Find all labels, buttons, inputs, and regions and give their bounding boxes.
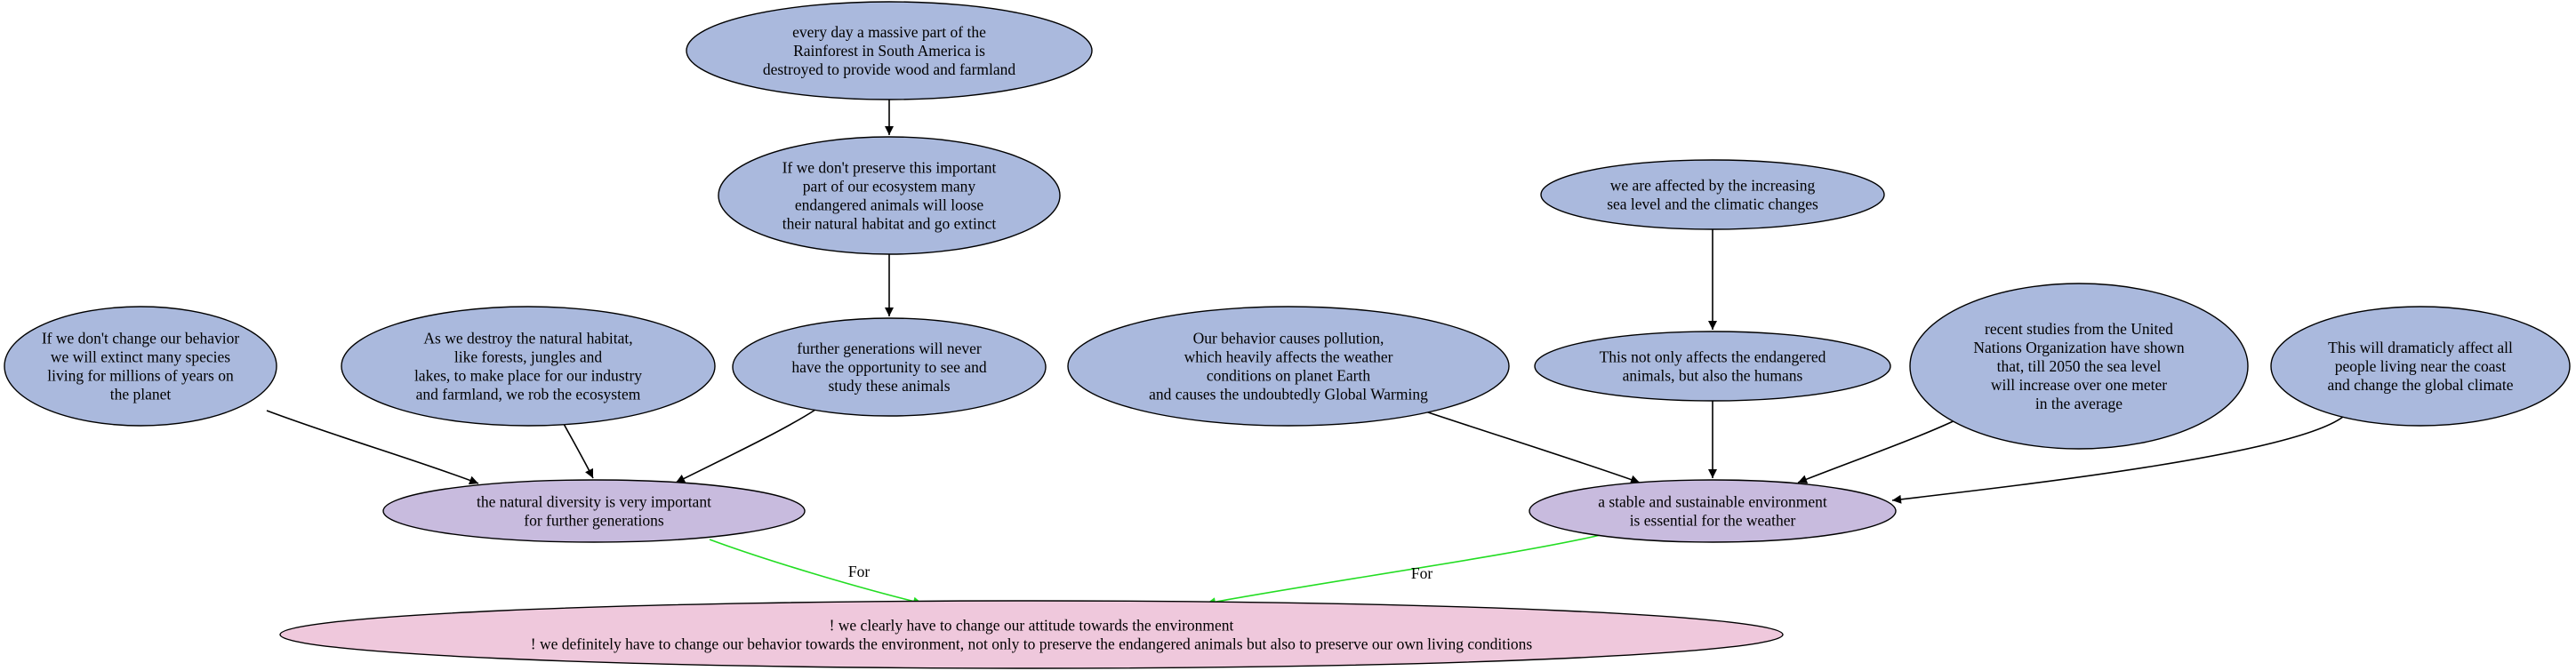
- node-text-destroy_habitat-line-0: As we destroy the natural habitat,: [423, 330, 632, 347]
- node-text-pollution-line-3: and causes the undoubtedly Global Warmin…: [1149, 386, 1428, 403]
- node-ecosystem: If we don't preserve this importantpart …: [718, 136, 1061, 255]
- node-text-un_studies-line-0: recent studies from the United: [1985, 320, 2173, 338]
- node-text-un_studies-line-2: that, till 2050 the sea level: [1997, 357, 2162, 375]
- node-shape-humans: [1534, 331, 1891, 402]
- node-shape-destroy_habitat: [341, 306, 716, 427]
- node-pollution: Our behavior causes pollution,which heav…: [1067, 306, 1510, 427]
- edge-change_behavior-to-diversity: [266, 410, 479, 485]
- node-text-generations_never-line-2: study these animals: [828, 377, 950, 395]
- edge-coast-to-environment: [1891, 416, 2344, 504]
- node-text-un_studies-line-1: Nations Organization have shown: [1973, 339, 2185, 356]
- node-text-pollution-line-0: Our behavior causes pollution,: [1193, 330, 1384, 347]
- node-destroy_habitat: As we destroy the natural habitat,like f…: [341, 306, 716, 427]
- node-shape-change_behavior: [4, 306, 277, 427]
- node-text-conclusion-line-0: ! we clearly have to change our attitude…: [830, 617, 1234, 635]
- node-shape-conclusion: [279, 600, 1784, 669]
- edge-environment-to-conclusion: [1206, 534, 1601, 607]
- node-shape-sea_level: [1540, 159, 1885, 230]
- node-shape-rainforest: [686, 1, 1093, 100]
- node-text-rainforest-line-0: every day a massive part of the: [792, 23, 986, 41]
- node-text-conclusion-line-1: ! we definitely have to change our behav…: [531, 635, 1533, 653]
- node-text-change_behavior-line-1: we will extinct many species: [51, 348, 230, 366]
- edge-destroy_habitat-to-diversity: [563, 423, 594, 479]
- node-text-pollution-line-2: conditions on planet Earth: [1207, 367, 1370, 385]
- node-text-pollution-line-1: which heavily affects the weather: [1184, 348, 1393, 366]
- node-shape-environment: [1529, 479, 1897, 543]
- node-text-ecosystem-line-3: their natural habitat and go extinct: [782, 215, 997, 233]
- node-shape-pollution: [1067, 306, 1510, 427]
- edge-un_studies-to-environment: [1797, 417, 1962, 483]
- edge-generations_never-to-diversity: [675, 409, 816, 483]
- edge-label-diversity: For: [848, 563, 870, 580]
- node-text-un_studies-line-4: in the average: [2035, 395, 2123, 412]
- edge-pollution-to-environment: [1422, 410, 1641, 484]
- node-text-ecosystem-line-2: endangered animals will loose: [795, 196, 984, 214]
- node-shape-ecosystem: [718, 136, 1061, 255]
- node-text-environment-line-0: a stable and sustainable environment: [1598, 493, 1827, 511]
- node-text-humans-line-0: This not only affects the endangered: [1600, 348, 1826, 366]
- node-text-ecosystem-line-0: If we don't preserve this important: [782, 159, 997, 177]
- node-text-un_studies-line-3: will increase over one meter: [1991, 376, 2167, 394]
- node-text-diversity-line-0: the natural diversity is very important: [477, 493, 711, 511]
- node-text-ecosystem-line-1: part of our ecosystem many: [803, 178, 976, 196]
- node-text-sea_level-line-0: we are affected by the increasing: [1610, 177, 1816, 195]
- node-text-environment-line-1: is essential for the weather: [1630, 512, 1796, 530]
- node-conclusion: ! we clearly have to change our attitude…: [279, 600, 1784, 669]
- node-text-humans-line-1: animals, but also the humans: [1623, 367, 1803, 385]
- node-shape-diversity: [382, 479, 806, 543]
- node-text-destroy_habitat-line-2: lakes, to make place for our industry: [414, 367, 642, 385]
- node-text-change_behavior-line-3: the planet: [110, 386, 172, 403]
- edge-label-environment: For: [1411, 564, 1432, 582]
- node-text-coast-line-1: people living near the coast: [2335, 357, 2507, 375]
- node-text-destroy_habitat-line-1: like forests, jungles and: [454, 348, 602, 366]
- node-text-coast-line-2: and change the global climate: [2328, 376, 2514, 394]
- node-shape-generations_never: [732, 317, 1047, 417]
- node-diversity: the natural diversity is very importantf…: [382, 479, 806, 543]
- node-text-generations_never-line-0: further generations will never: [797, 339, 982, 357]
- node-text-change_behavior-line-2: living for millions of years on: [47, 367, 234, 385]
- edge-diversity-to-conclusion: [709, 539, 923, 606]
- node-text-rainforest-line-2: destroyed to provide wood and farmland: [763, 60, 1016, 78]
- node-text-coast-line-0: This will dramaticly affect all: [2328, 339, 2513, 356]
- node-text-destroy_habitat-line-3: and farmland, we rob the ecosystem: [416, 386, 641, 403]
- node-shape-un_studies: [1909, 283, 2249, 450]
- node-rainforest: every day a massive part of theRainfores…: [686, 1, 1093, 100]
- node-text-generations_never-line-1: have the opportunity to see and: [791, 358, 986, 376]
- node-text-diversity-line-1: for further generations: [524, 512, 664, 530]
- node-text-rainforest-line-1: Rainforest in South America is: [793, 42, 985, 60]
- node-text-change_behavior-line-0: If we don't change our behavior: [42, 330, 239, 347]
- node-humans: This not only affects the endangeredanim…: [1534, 331, 1891, 402]
- node-text-sea_level-line-1: sea level and the climatic changes: [1607, 196, 1818, 213]
- node-shape-coast: [2270, 306, 2571, 427]
